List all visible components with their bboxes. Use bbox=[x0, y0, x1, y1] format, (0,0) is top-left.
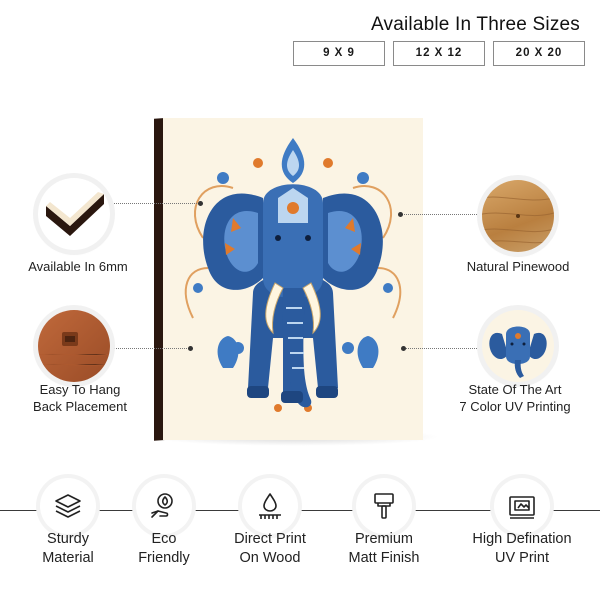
hanging-slot-icon bbox=[38, 332, 110, 366]
elephant-artwork bbox=[184, 138, 402, 412]
feature-print-text-2: 7 Color UV Printing bbox=[459, 399, 571, 414]
feature-hang-label: Easy To Hang Back Placement bbox=[8, 381, 152, 415]
bottom-feature-sturdy-text-1: Sturdy bbox=[47, 531, 89, 547]
connector-dot bbox=[401, 346, 406, 351]
feature-print-circle bbox=[482, 310, 554, 382]
size-option-9x9[interactable]: 9 X 9 bbox=[293, 41, 385, 66]
bottom-feature-matt-label: Premium Matt Finish bbox=[324, 530, 444, 568]
bottom-feature-sturdy-label: Sturdy Material bbox=[8, 530, 128, 568]
bottom-feature-direct-print-text-2: On Wood bbox=[239, 550, 301, 566]
board-thickness-icon bbox=[46, 192, 104, 236]
size-option-20x20[interactable]: 20 X 20 bbox=[493, 41, 585, 66]
feature-hang-text-2: Back Placement bbox=[33, 399, 127, 414]
bottom-feature-eco-text-2: Friendly bbox=[138, 550, 190, 566]
feature-thickness-label: Available In 6mm bbox=[8, 258, 148, 275]
size-option-12x12[interactable]: 12 X 12 bbox=[393, 41, 485, 66]
paint-brush-icon bbox=[374, 493, 394, 519]
bottom-feature-direct-print-label: Direct Print On Wood bbox=[210, 530, 330, 568]
bottom-feature-matt-icon-wrap bbox=[356, 478, 412, 534]
connector-dot bbox=[198, 201, 203, 206]
connector-dot bbox=[398, 212, 403, 217]
feature-print-label: State Of The Art 7 Color UV Printing bbox=[440, 381, 590, 415]
feature-thickness-text: Available In 6mm bbox=[28, 259, 128, 274]
feature-hang-circle bbox=[38, 310, 110, 382]
connector-line-thickness bbox=[98, 203, 203, 204]
bottom-feature-eco-icon-wrap bbox=[136, 478, 192, 534]
feature-thickness-circle bbox=[38, 178, 110, 250]
bottom-feature-hd-text-1: High Defination bbox=[472, 531, 572, 547]
layers-icon bbox=[55, 494, 81, 518]
feature-pinewood-text: Natural Pinewood bbox=[466, 259, 570, 274]
bottom-divider bbox=[0, 510, 600, 511]
bottom-feature-hd-text-2: UV Print bbox=[495, 550, 549, 566]
uv-printer-icon bbox=[509, 496, 535, 519]
pinewood-texture-icon bbox=[482, 196, 554, 244]
bottom-feature-matt-text-2: Matt Finish bbox=[348, 550, 420, 566]
ink-drop-icon bbox=[259, 493, 281, 519]
bottom-feature-matt-text-1: Premium bbox=[354, 531, 413, 547]
bottom-feature-sturdy-icon-wrap bbox=[40, 478, 96, 534]
bottom-feature-hd-label: High Defination UV Print bbox=[462, 530, 582, 568]
bottom-feature-direct-print-icon-wrap bbox=[242, 478, 298, 534]
feature-hang-text-1: Easy To Hang bbox=[39, 382, 121, 397]
elephant-print-icon bbox=[489, 326, 547, 378]
sizes-title: Available In Three Sizes bbox=[371, 14, 580, 35]
connector-line-pinewood bbox=[400, 214, 485, 215]
connector-line-print bbox=[403, 348, 485, 349]
feature-print-text-1: State Of The Art bbox=[468, 382, 562, 397]
bottom-feature-eco-label: Eco Friendly bbox=[104, 530, 224, 568]
bottom-feature-sturdy-text-2: Material bbox=[42, 550, 94, 566]
bottom-feature-direct-print-text-1: Direct Print bbox=[234, 531, 306, 547]
bottom-feature-eco-text-1: Eco bbox=[151, 531, 177, 547]
product-board bbox=[163, 118, 423, 440]
connector-dot bbox=[188, 346, 193, 351]
eco-hand-icon bbox=[151, 493, 173, 518]
feature-pinewood-circle bbox=[482, 180, 554, 252]
connector-line-hang bbox=[98, 348, 193, 349]
feature-pinewood-label: Natural Pinewood bbox=[448, 258, 588, 275]
bottom-feature-hd-icon-wrap bbox=[494, 478, 550, 534]
size-options: 9 X 9 12 X 12 20 X 20 bbox=[292, 41, 592, 67]
